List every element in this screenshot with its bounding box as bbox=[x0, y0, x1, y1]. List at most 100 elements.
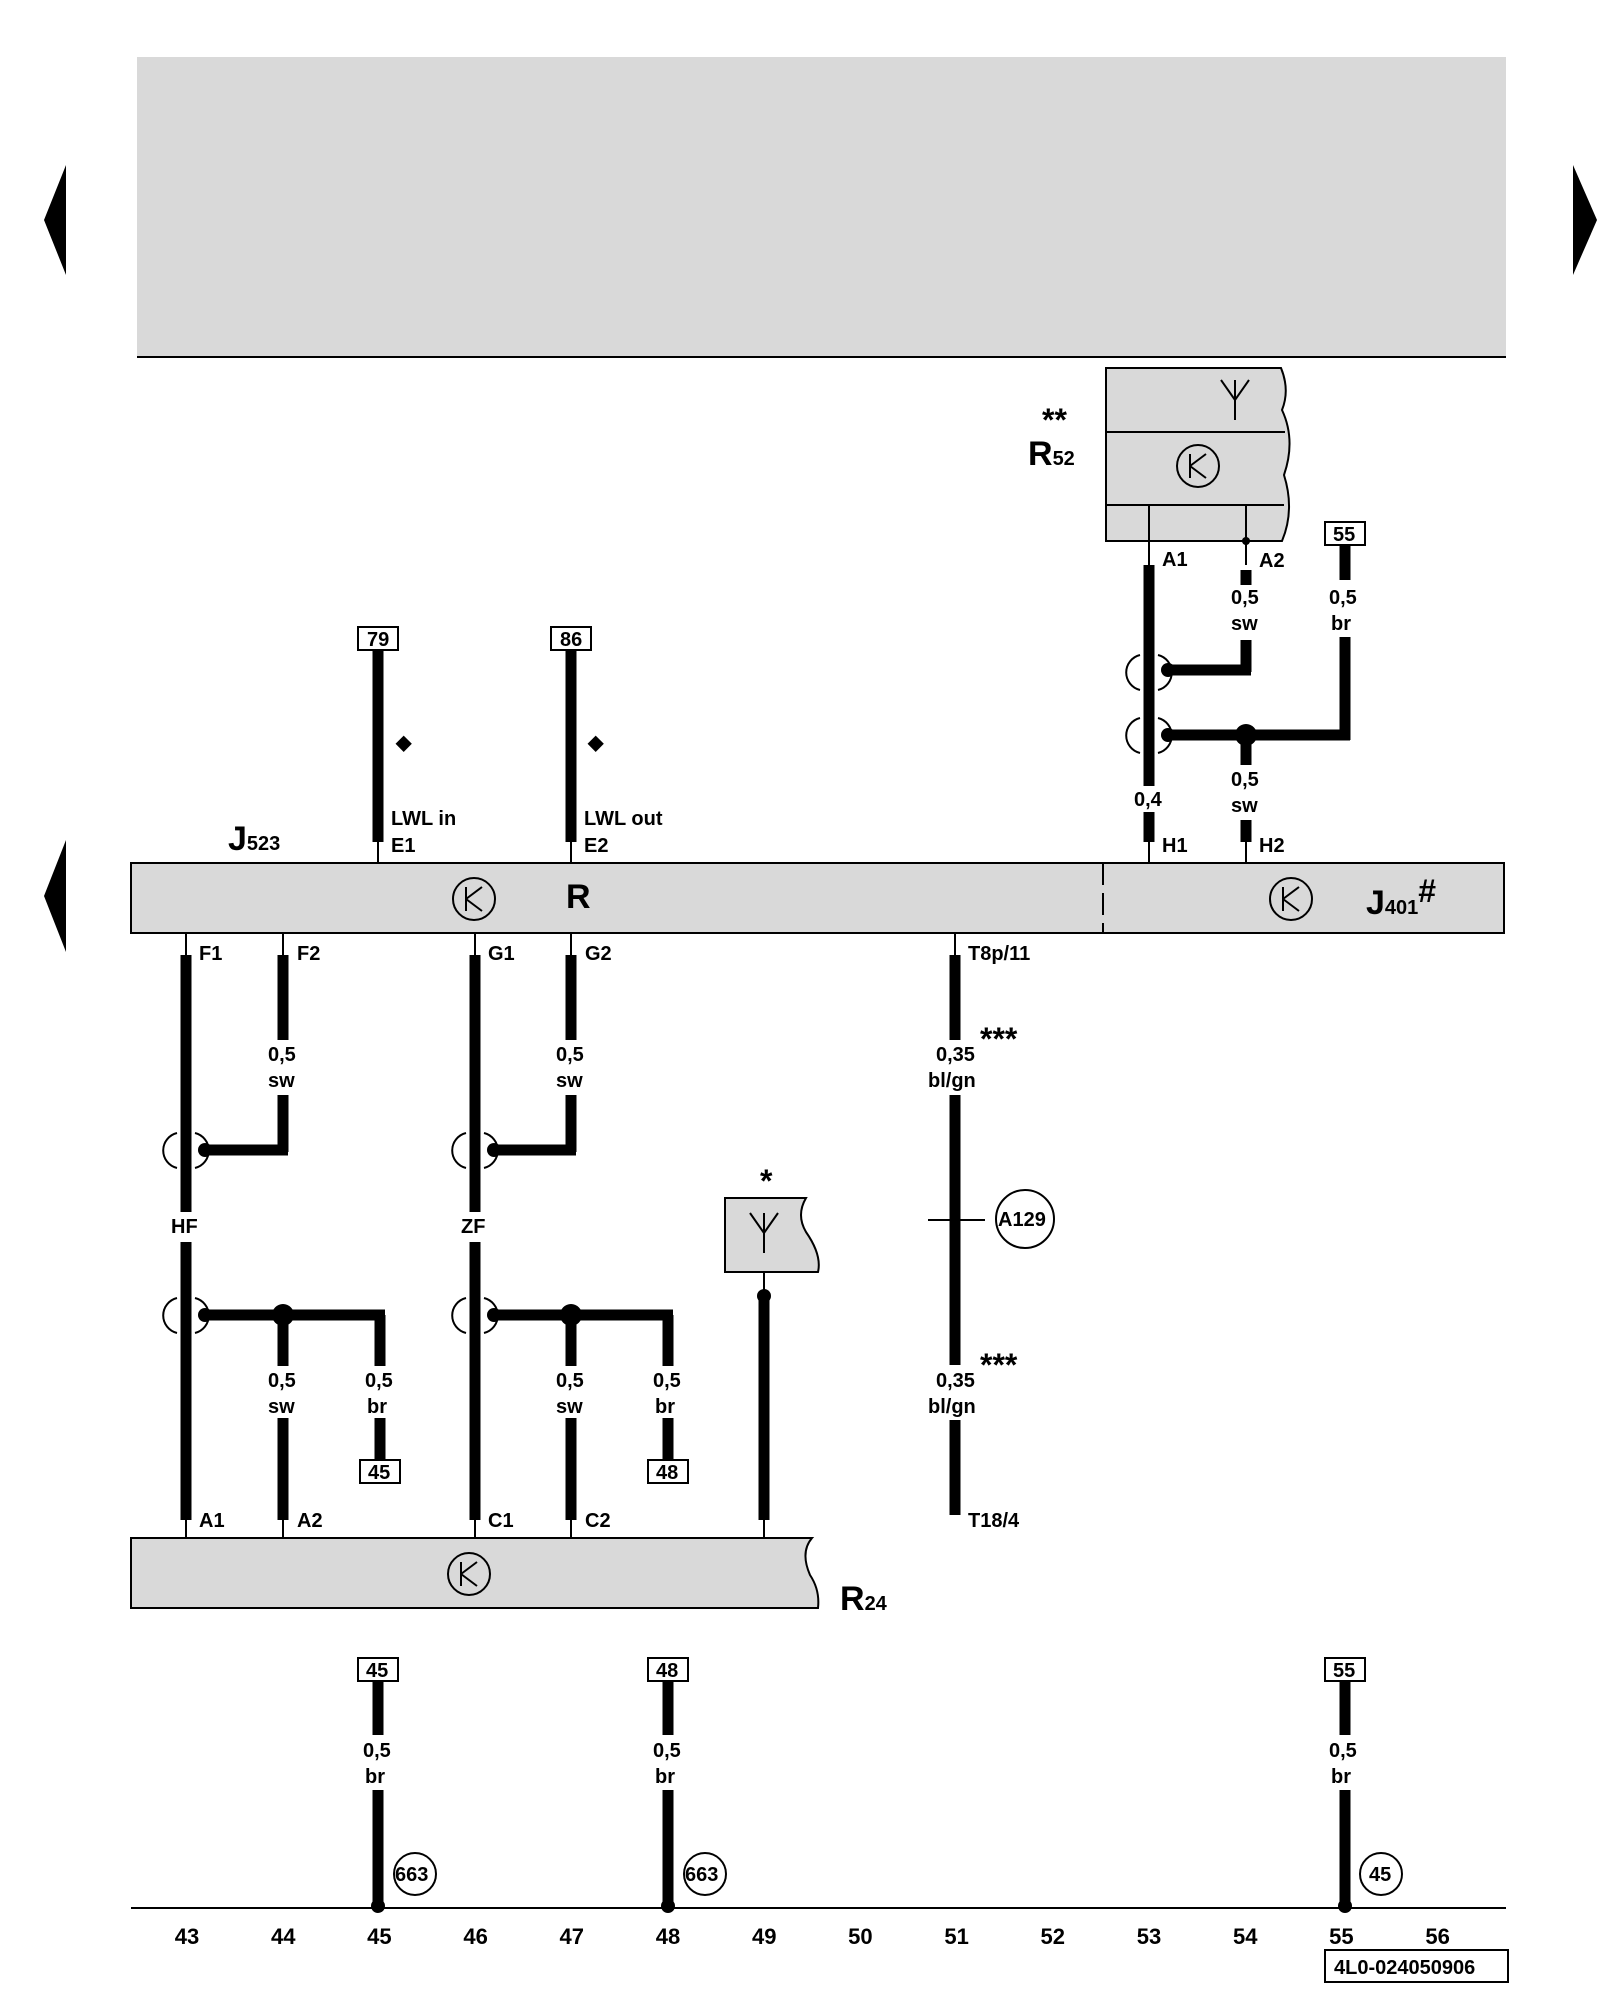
wire-c2-shield-48 bbox=[487, 1304, 689, 1538]
wire-size: 0,5 bbox=[268, 1370, 296, 1392]
wire-f1-a1 bbox=[162, 933, 210, 1538]
axis-number: 49 bbox=[752, 1924, 776, 1949]
a129-label: A129 bbox=[998, 1209, 1046, 1231]
j523-j401-module bbox=[130, 862, 1505, 934]
wire-color-br: br bbox=[655, 1766, 675, 1788]
zf-label: ZF bbox=[461, 1216, 485, 1238]
wire-size: 0,5 bbox=[1231, 769, 1259, 791]
module-icon bbox=[447, 1552, 491, 1596]
antenna-icon bbox=[749, 1212, 779, 1253]
wire-size: 0,5 bbox=[556, 1370, 584, 1392]
j523-label: J523 bbox=[228, 820, 280, 858]
wire-a2-shield bbox=[1161, 505, 1252, 677]
r52-label: R52 bbox=[1028, 435, 1075, 473]
diamond-mark: ◆ bbox=[587, 732, 604, 754]
back-arrow-left-mid[interactable] bbox=[44, 840, 66, 952]
j401-label: J401# bbox=[1366, 873, 1436, 922]
header-area bbox=[137, 57, 1506, 357]
antenna-component bbox=[724, 1197, 820, 1273]
r24-component bbox=[130, 1537, 820, 1609]
pin-a1-top: A1 bbox=[1162, 549, 1188, 571]
pin-c1: C1 bbox=[488, 1510, 514, 1532]
diamond-mark: ◆ bbox=[395, 732, 412, 754]
axis-number: 45 bbox=[367, 1924, 391, 1949]
wire-size: 0,5 bbox=[1329, 1740, 1357, 1762]
hf-label: HF bbox=[171, 1216, 198, 1238]
wire-color-sw: sw bbox=[268, 1396, 295, 1418]
a129-marker bbox=[995, 1189, 1055, 1249]
wire-size: 0,5 bbox=[268, 1044, 296, 1066]
wire-color-br: br bbox=[1331, 613, 1351, 635]
page-forward-arrow[interactable] bbox=[1573, 165, 1597, 275]
wire-color-blgn: bl/gn bbox=[928, 1070, 976, 1092]
ref-48-bottom: 48 bbox=[656, 1660, 678, 1682]
pin-h2: H2 bbox=[1259, 835, 1285, 857]
pin-a1: A1 bbox=[199, 1510, 225, 1532]
wire-color-sw: sw bbox=[1231, 613, 1258, 635]
ground-45 bbox=[357, 1657, 437, 1913]
antenna-star: * bbox=[760, 1163, 773, 1199]
triple-star: *** bbox=[980, 1021, 1018, 1057]
wire-color-sw: sw bbox=[556, 1396, 583, 1418]
wire-size: 0,5 bbox=[1231, 587, 1259, 609]
lwl-in-label: LWL in bbox=[391, 808, 456, 830]
wire-color-br: br bbox=[655, 1396, 675, 1418]
pin-c2: C2 bbox=[585, 1510, 611, 1532]
ref-45: 45 bbox=[368, 1462, 390, 1484]
ref-55-bottom: 55 bbox=[1333, 1660, 1355, 1682]
axis-number: 54 bbox=[1233, 1924, 1258, 1949]
pin-e2: E2 bbox=[584, 835, 608, 857]
ref-55: 55 bbox=[1333, 524, 1355, 546]
doc-code-box bbox=[1324, 1949, 1509, 1983]
pin-t18-4: T18/4 bbox=[968, 1510, 1020, 1532]
r-label: R bbox=[566, 878, 591, 916]
wire-t8p-t18 bbox=[928, 933, 985, 1515]
wire-size: 0,5 bbox=[363, 1740, 391, 1762]
module-icon bbox=[1176, 444, 1220, 488]
wire-color-blgn: bl/gn bbox=[928, 1396, 976, 1418]
wire-86 bbox=[550, 626, 592, 863]
ground-45-label: 45 bbox=[1369, 1864, 1391, 1886]
axis-number: 53 bbox=[1137, 1924, 1161, 1949]
wire-size: 0,5 bbox=[1329, 587, 1357, 609]
wire-color-br: br bbox=[365, 1766, 385, 1788]
axis-number: 44 bbox=[271, 1924, 296, 1949]
module-icon bbox=[452, 877, 496, 921]
triple-star: *** bbox=[980, 1347, 1018, 1383]
axis-number: 46 bbox=[463, 1924, 487, 1949]
wire-size-0-4: 0,4 bbox=[1134, 789, 1163, 811]
wire-g1-c1 bbox=[451, 933, 499, 1538]
pin-g2: G2 bbox=[585, 943, 612, 965]
wire-a1-h1 bbox=[1125, 505, 1173, 863]
doc-code: 4L0-024050906 bbox=[1334, 1957, 1475, 1979]
pin-f2: F2 bbox=[297, 943, 320, 965]
wire-a2-shield-45 bbox=[198, 1304, 401, 1538]
axis-number: 51 bbox=[944, 1924, 968, 1949]
wire-antenna-r24 bbox=[757, 1272, 771, 1538]
axis-number: 55 bbox=[1329, 1924, 1353, 1949]
wire-color-sw: sw bbox=[1231, 795, 1258, 817]
ref-79: 79 bbox=[367, 629, 389, 651]
r24-label: R24 bbox=[840, 1580, 888, 1618]
r52-component bbox=[1105, 367, 1291, 542]
pin-e1: E1 bbox=[391, 835, 415, 857]
wire-color-br: br bbox=[367, 1396, 387, 1418]
ground-663: 663 bbox=[395, 1864, 428, 1886]
axis-number: 43 bbox=[175, 1924, 199, 1949]
pin-f1: F1 bbox=[199, 943, 222, 965]
wire-size: 0,5 bbox=[556, 1044, 584, 1066]
axis-number: 52 bbox=[1041, 1924, 1065, 1949]
ref-86: 86 bbox=[560, 629, 582, 651]
axis-number: 56 bbox=[1425, 1924, 1449, 1949]
ground-48 bbox=[647, 1657, 727, 1913]
antenna-icon bbox=[1220, 379, 1250, 420]
wire-color-br: br bbox=[1331, 1766, 1351, 1788]
wire-f2-shield bbox=[198, 933, 289, 1157]
ground-55 bbox=[1324, 1657, 1403, 1913]
lwl-out-label: LWL out bbox=[584, 808, 663, 830]
wire-color-sw: sw bbox=[268, 1070, 295, 1092]
page-back-arrow[interactable] bbox=[44, 165, 66, 275]
wire-79 bbox=[357, 626, 399, 863]
